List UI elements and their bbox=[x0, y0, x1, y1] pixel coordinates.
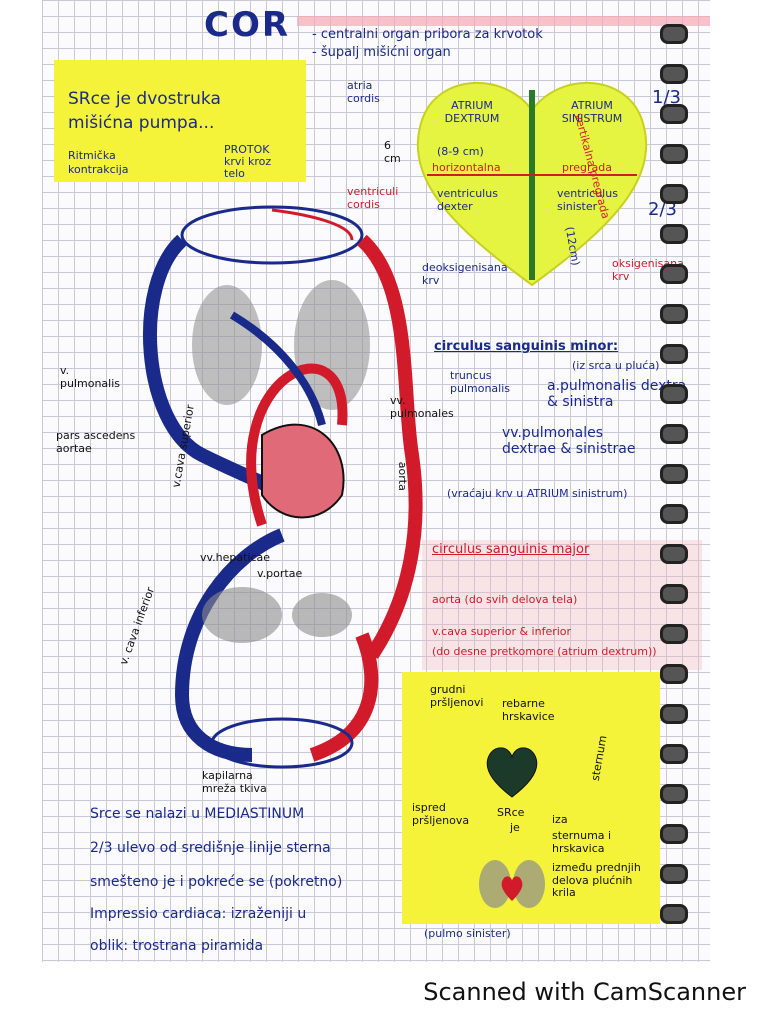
heart-atrium-dextrum: ATRIUM DEXTRUM bbox=[444, 99, 500, 125]
note2-sternuma: sternuma i hrskavica bbox=[552, 829, 612, 855]
pulmo-label: (pulmo sinister) bbox=[424, 927, 511, 940]
minor-title: circulus sanguinis minor: bbox=[434, 339, 619, 354]
heart-size: (8-9 cm) bbox=[437, 145, 484, 158]
aortic-arch bbox=[246, 363, 348, 527]
note2-grudni: grudni pršljenovi bbox=[430, 683, 484, 709]
note1-left1: Ritmička bbox=[68, 149, 116, 162]
major-title: circulus sanguinis major bbox=[432, 542, 590, 557]
note2-rebarne: rebarne hrskavice bbox=[502, 697, 555, 723]
aorta-descending bbox=[309, 632, 379, 762]
size-6cm-label: 6 cm bbox=[384, 139, 401, 165]
lung-left bbox=[192, 285, 262, 405]
note1-line1: SRce je dvostruka bbox=[68, 89, 221, 109]
label-pars-ascendens: pars ascedens aortae bbox=[56, 429, 136, 455]
heart-diagram bbox=[416, 81, 648, 287]
label-aorta: aorta bbox=[395, 461, 409, 491]
label-v-pulmonalis: v. pulmonalis bbox=[60, 364, 121, 390]
aorta-vessel bbox=[357, 234, 423, 659]
note2-izmedju: između prednjih delova plućnih krila bbox=[552, 861, 641, 900]
heart-horizontal: horizontalna bbox=[432, 161, 501, 174]
note2-je: je bbox=[510, 821, 520, 834]
note2-srce: SRce bbox=[497, 806, 525, 819]
spiral-binding bbox=[654, 10, 710, 960]
lung-right bbox=[294, 280, 370, 410]
vena-cava-superior bbox=[143, 234, 287, 501]
note1-left2: kontrakcija bbox=[68, 163, 129, 176]
note1-right1: PROTOK bbox=[224, 143, 270, 156]
liver bbox=[202, 587, 282, 643]
heart-pregrada: pregrada bbox=[562, 161, 612, 174]
note1-right2: krvi kroz bbox=[224, 155, 272, 168]
bullet-3: smešteno je i pokreće se (pokretno) bbox=[90, 874, 343, 890]
sticky-note-pump: SRce je dvostruka mišićna pumpa... Ritmi… bbox=[54, 60, 306, 182]
heart-ventr-dexter: ventriculus dexter bbox=[437, 187, 498, 213]
bullet-5: oblik: trostrana piramida bbox=[90, 938, 264, 954]
camscanner-footer: Scanned with CamScanner bbox=[423, 978, 746, 1006]
note1-line2: mišićna pumpa... bbox=[68, 113, 215, 133]
intestine bbox=[292, 593, 352, 637]
note2-lungs-icon bbox=[479, 860, 545, 908]
header-line-2: - šupalj mišićni organ bbox=[312, 45, 451, 60]
page-title: COR bbox=[204, 5, 291, 45]
title-highlight bbox=[297, 16, 710, 26]
label-vv-pulmonales: vv. pulmonales bbox=[390, 394, 454, 420]
note1-right3: telo bbox=[224, 167, 245, 180]
major-aorta: aorta (do svih delova tela) bbox=[432, 593, 578, 606]
label-kapilarna: kapilarna mreža tkiva bbox=[202, 769, 267, 795]
header-line-1: - centralni organ pribora za krvotok bbox=[312, 27, 543, 42]
major-highlight bbox=[422, 540, 702, 670]
label-v-portae: v.portae bbox=[257, 567, 303, 580]
fraction-bottom: 2/3 bbox=[648, 199, 677, 220]
tissue-capillaries bbox=[210, 717, 354, 769]
note2-iza: iza bbox=[552, 813, 568, 826]
heart-drawing bbox=[261, 423, 345, 519]
note2-heart-icon bbox=[486, 747, 538, 798]
bullet-2: 2/3 ulevo od središnje linije sterna bbox=[90, 840, 331, 856]
note2-sternum: sternum bbox=[588, 734, 610, 782]
notebook-page: COR - centralni organ pribora za krvotok… bbox=[42, 0, 710, 962]
circulation-diagram bbox=[143, 205, 423, 769]
minor-a-pulm: a.pulmonalis dextra & sinistra bbox=[547, 378, 687, 411]
lung-capillary-red bbox=[271, 208, 354, 241]
fraction-top: 1/3 bbox=[652, 87, 681, 108]
pulm-vessels bbox=[229, 311, 326, 426]
bullet-1: Srce se nalazi u MEDIASTINUM bbox=[90, 806, 305, 822]
lungs-capillaries bbox=[180, 205, 364, 265]
note2-ispred: ispred pršljenova bbox=[412, 801, 470, 827]
sticky-note-position: grudni pršljenovi rebarne hrskavice ster… bbox=[402, 672, 660, 924]
label-vv-hepaticae: vv.hepaticae bbox=[200, 551, 271, 564]
heart-ventr-sinister: ventriculus sinister bbox=[557, 187, 618, 213]
ventriculi-label: ventriculi cordis bbox=[347, 185, 399, 211]
bullet-4: Impressio cardiaca: izraženiji u bbox=[90, 906, 307, 922]
minor-vv: vv.pulmonales dextrae & sinistrae bbox=[502, 425, 636, 458]
minor-iz: (iz srca u pluća) bbox=[572, 359, 660, 372]
atria-label: atria cordis bbox=[347, 79, 380, 105]
deoks-label: deoksigenisana krv bbox=[422, 261, 508, 287]
minor-truncus: truncus pulmonalis bbox=[450, 369, 511, 395]
heart-atrium-sinistrum: ATRIUM SINISTRUM bbox=[561, 99, 623, 125]
minor-vracaju: (vraćaju krv u ATRIUM sinistrum) bbox=[447, 487, 628, 500]
major-vcava: v.cava superior & inferior bbox=[432, 625, 572, 638]
major-do: (do desne pretkomore (atrium dextrum)) bbox=[432, 645, 657, 658]
